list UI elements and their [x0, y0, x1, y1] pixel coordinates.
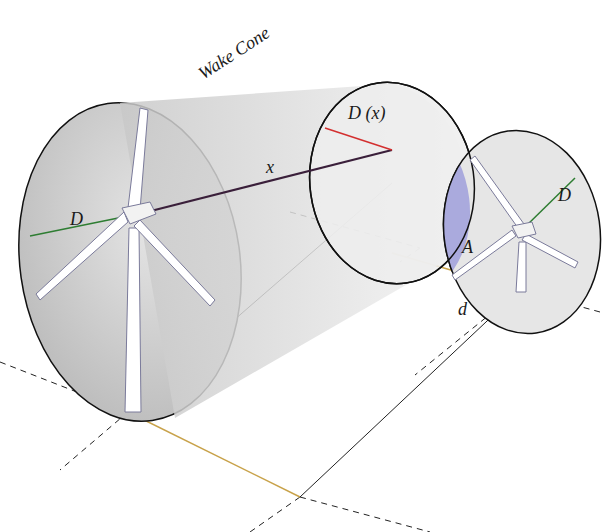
axis-line [135, 150, 392, 215]
radius-line [325, 128, 392, 150]
dimension-label: D (x) [348, 104, 385, 122]
radius-line [524, 178, 575, 228]
area-label: A [462, 238, 473, 256]
dimension-label: D [70, 210, 83, 228]
rotor-disk [431, 120, 610, 344]
dimension-label: D [558, 186, 571, 204]
wind-turbine [36, 108, 215, 412]
cone-label: Wake Cone [195, 23, 273, 82]
overlap-area [431, 120, 610, 344]
dimension-label: x [266, 158, 274, 176]
dimension-label: d [458, 300, 467, 318]
wind-turbine [452, 156, 578, 292]
